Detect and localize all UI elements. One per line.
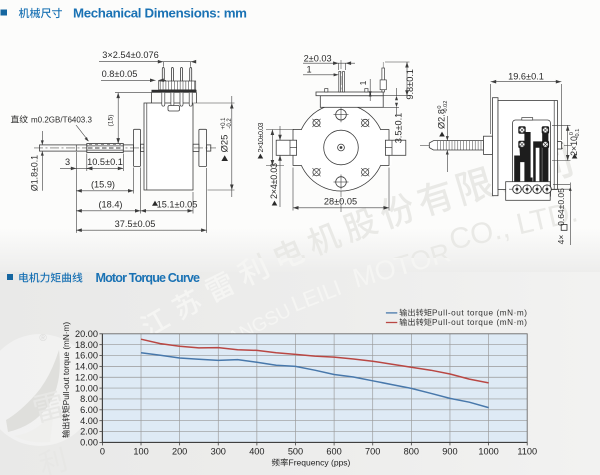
svg-text:600: 600: [326, 447, 341, 457]
svg-text:0.64±0.05: 0.64±0.05: [556, 188, 566, 226]
svg-text:(15.9): (15.9): [91, 180, 115, 190]
svg-text:14.00: 14.00: [75, 362, 98, 372]
svg-text:3: 3: [65, 157, 70, 167]
svg-text:Ø2.8: Ø2.8: [436, 109, 446, 129]
svg-text:-0.1: -0.1: [575, 129, 581, 139]
svg-text:4.00: 4.00: [80, 416, 98, 426]
svg-text:(15): (15): [108, 114, 115, 126]
svg-text:8.00: 8.00: [80, 394, 98, 404]
svg-text:1: 1: [358, 80, 368, 85]
svg-text:Ø1.8±0.1: Ø1.8±0.1: [30, 155, 40, 191]
svg-text:0.8±0.05: 0.8±0.05: [102, 69, 138, 79]
svg-text:10.5±0.1: 10.5±0.1: [87, 157, 123, 167]
svg-text:Frequency (pps): Frequency (pps): [289, 458, 351, 468]
svg-text:12.00: 12.00: [75, 372, 98, 382]
svg-text:®: ®: [39, 333, 47, 344]
svg-text:20.00: 20.00: [75, 329, 98, 339]
svg-text:+0.1: +0.1: [221, 117, 227, 130]
svg-text:16.00: 16.00: [75, 351, 98, 361]
svg-text:300: 300: [211, 447, 226, 457]
svg-text:18.00: 18.00: [75, 340, 98, 350]
svg-text:3×2.54±0.076: 3×2.54±0.076: [102, 50, 158, 60]
svg-text:0.00: 0.00: [80, 438, 98, 448]
svg-text:1000: 1000: [478, 447, 498, 457]
svg-text:(18.4): (18.4): [98, 200, 122, 210]
svg-text:19.6±0.1: 19.6±0.1: [508, 71, 544, 81]
svg-text:500: 500: [288, 447, 303, 457]
svg-text:37.5±0.05: 37.5±0.05: [115, 219, 156, 229]
svg-text:0: 0: [569, 132, 575, 135]
svg-text:400: 400: [249, 447, 264, 457]
svg-text:15.1±0.05: 15.1±0.05: [157, 200, 198, 210]
svg-text:700: 700: [365, 447, 380, 457]
svg-text:m0.2GB/T6403.3: m0.2GB/T6403.3: [31, 116, 92, 125]
svg-text:Pull-out torque (mN·m): Pull-out torque (mN·m): [432, 318, 527, 327]
svg-text:900: 900: [442, 447, 457, 457]
svg-text:-0.2: -0.2: [227, 118, 233, 129]
svg-text:1100: 1100: [517, 447, 537, 457]
svg-text:2.00: 2.00: [80, 427, 98, 437]
svg-text:9.8±0.1: 9.8±0.1: [405, 69, 415, 100]
svg-text:28±0.05: 28±0.05: [324, 196, 357, 206]
svg-text:Pull-out torque (mN·m): Pull-out torque (mN·m): [432, 309, 527, 318]
svg-text:6.00: 6.00: [80, 405, 98, 415]
svg-text:3.5±0.1: 3.5±0.1: [393, 113, 403, 144]
svg-text:100: 100: [133, 447, 148, 457]
svg-text:Ø25: Ø25: [219, 135, 230, 153]
svg-text:Mechanical Dimensions: mm: Mechanical Dimensions: mm: [73, 6, 247, 21]
svg-text:10.00: 10.00: [75, 383, 98, 393]
svg-text:2±0.03: 2±0.03: [304, 54, 332, 64]
svg-text:0: 0: [437, 105, 443, 108]
svg-text:4×: 4×: [556, 235, 566, 245]
svg-text:0: 0: [100, 447, 105, 457]
svg-text:1: 1: [306, 65, 311, 75]
svg-text:800: 800: [404, 447, 419, 457]
svg-text:-0.02: -0.02: [443, 101, 449, 114]
svg-text:Motor Torque Curve: Motor Torque Curve: [96, 271, 201, 285]
svg-text:2×4±0.03: 2×4±0.03: [269, 163, 279, 199]
svg-text:200: 200: [172, 447, 187, 457]
svg-text:2×10±0.03: 2×10±0.03: [256, 123, 265, 153]
svg-text:Pull-out torque (mN·m): Pull-out torque (mN·m): [62, 322, 71, 406]
svg-text:2×10: 2×10: [569, 136, 579, 156]
